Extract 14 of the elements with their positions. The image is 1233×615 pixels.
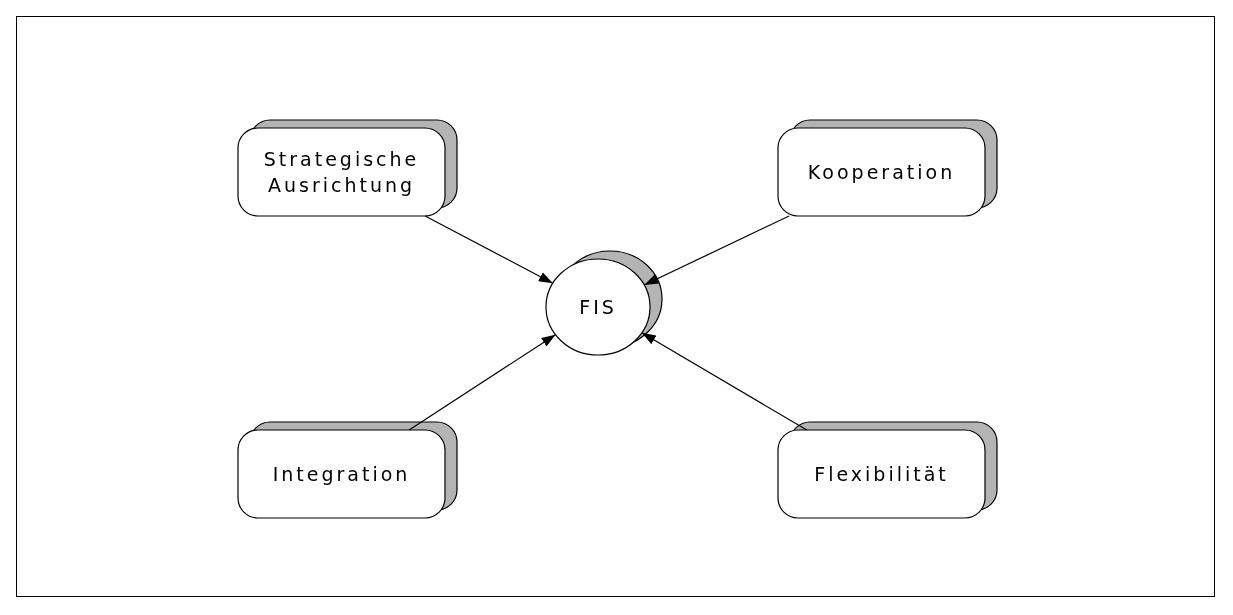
arrow (641, 332, 808, 431)
arrow (424, 215, 554, 284)
arrow (643, 215, 790, 286)
rounded-box-node (238, 422, 457, 518)
node-label: Kooperation (806, 160, 957, 185)
rounded-box-node (238, 120, 457, 216)
node-label: Flexibilität (813, 462, 950, 487)
arrow (408, 334, 557, 431)
node-label: Integration (271, 462, 412, 487)
node-label: FIS (578, 295, 618, 320)
node-label: Strategische Ausrichtung (262, 147, 421, 198)
rounded-box-node (778, 422, 997, 518)
rounded-box-node (778, 120, 997, 216)
ellipse-node (546, 251, 662, 355)
